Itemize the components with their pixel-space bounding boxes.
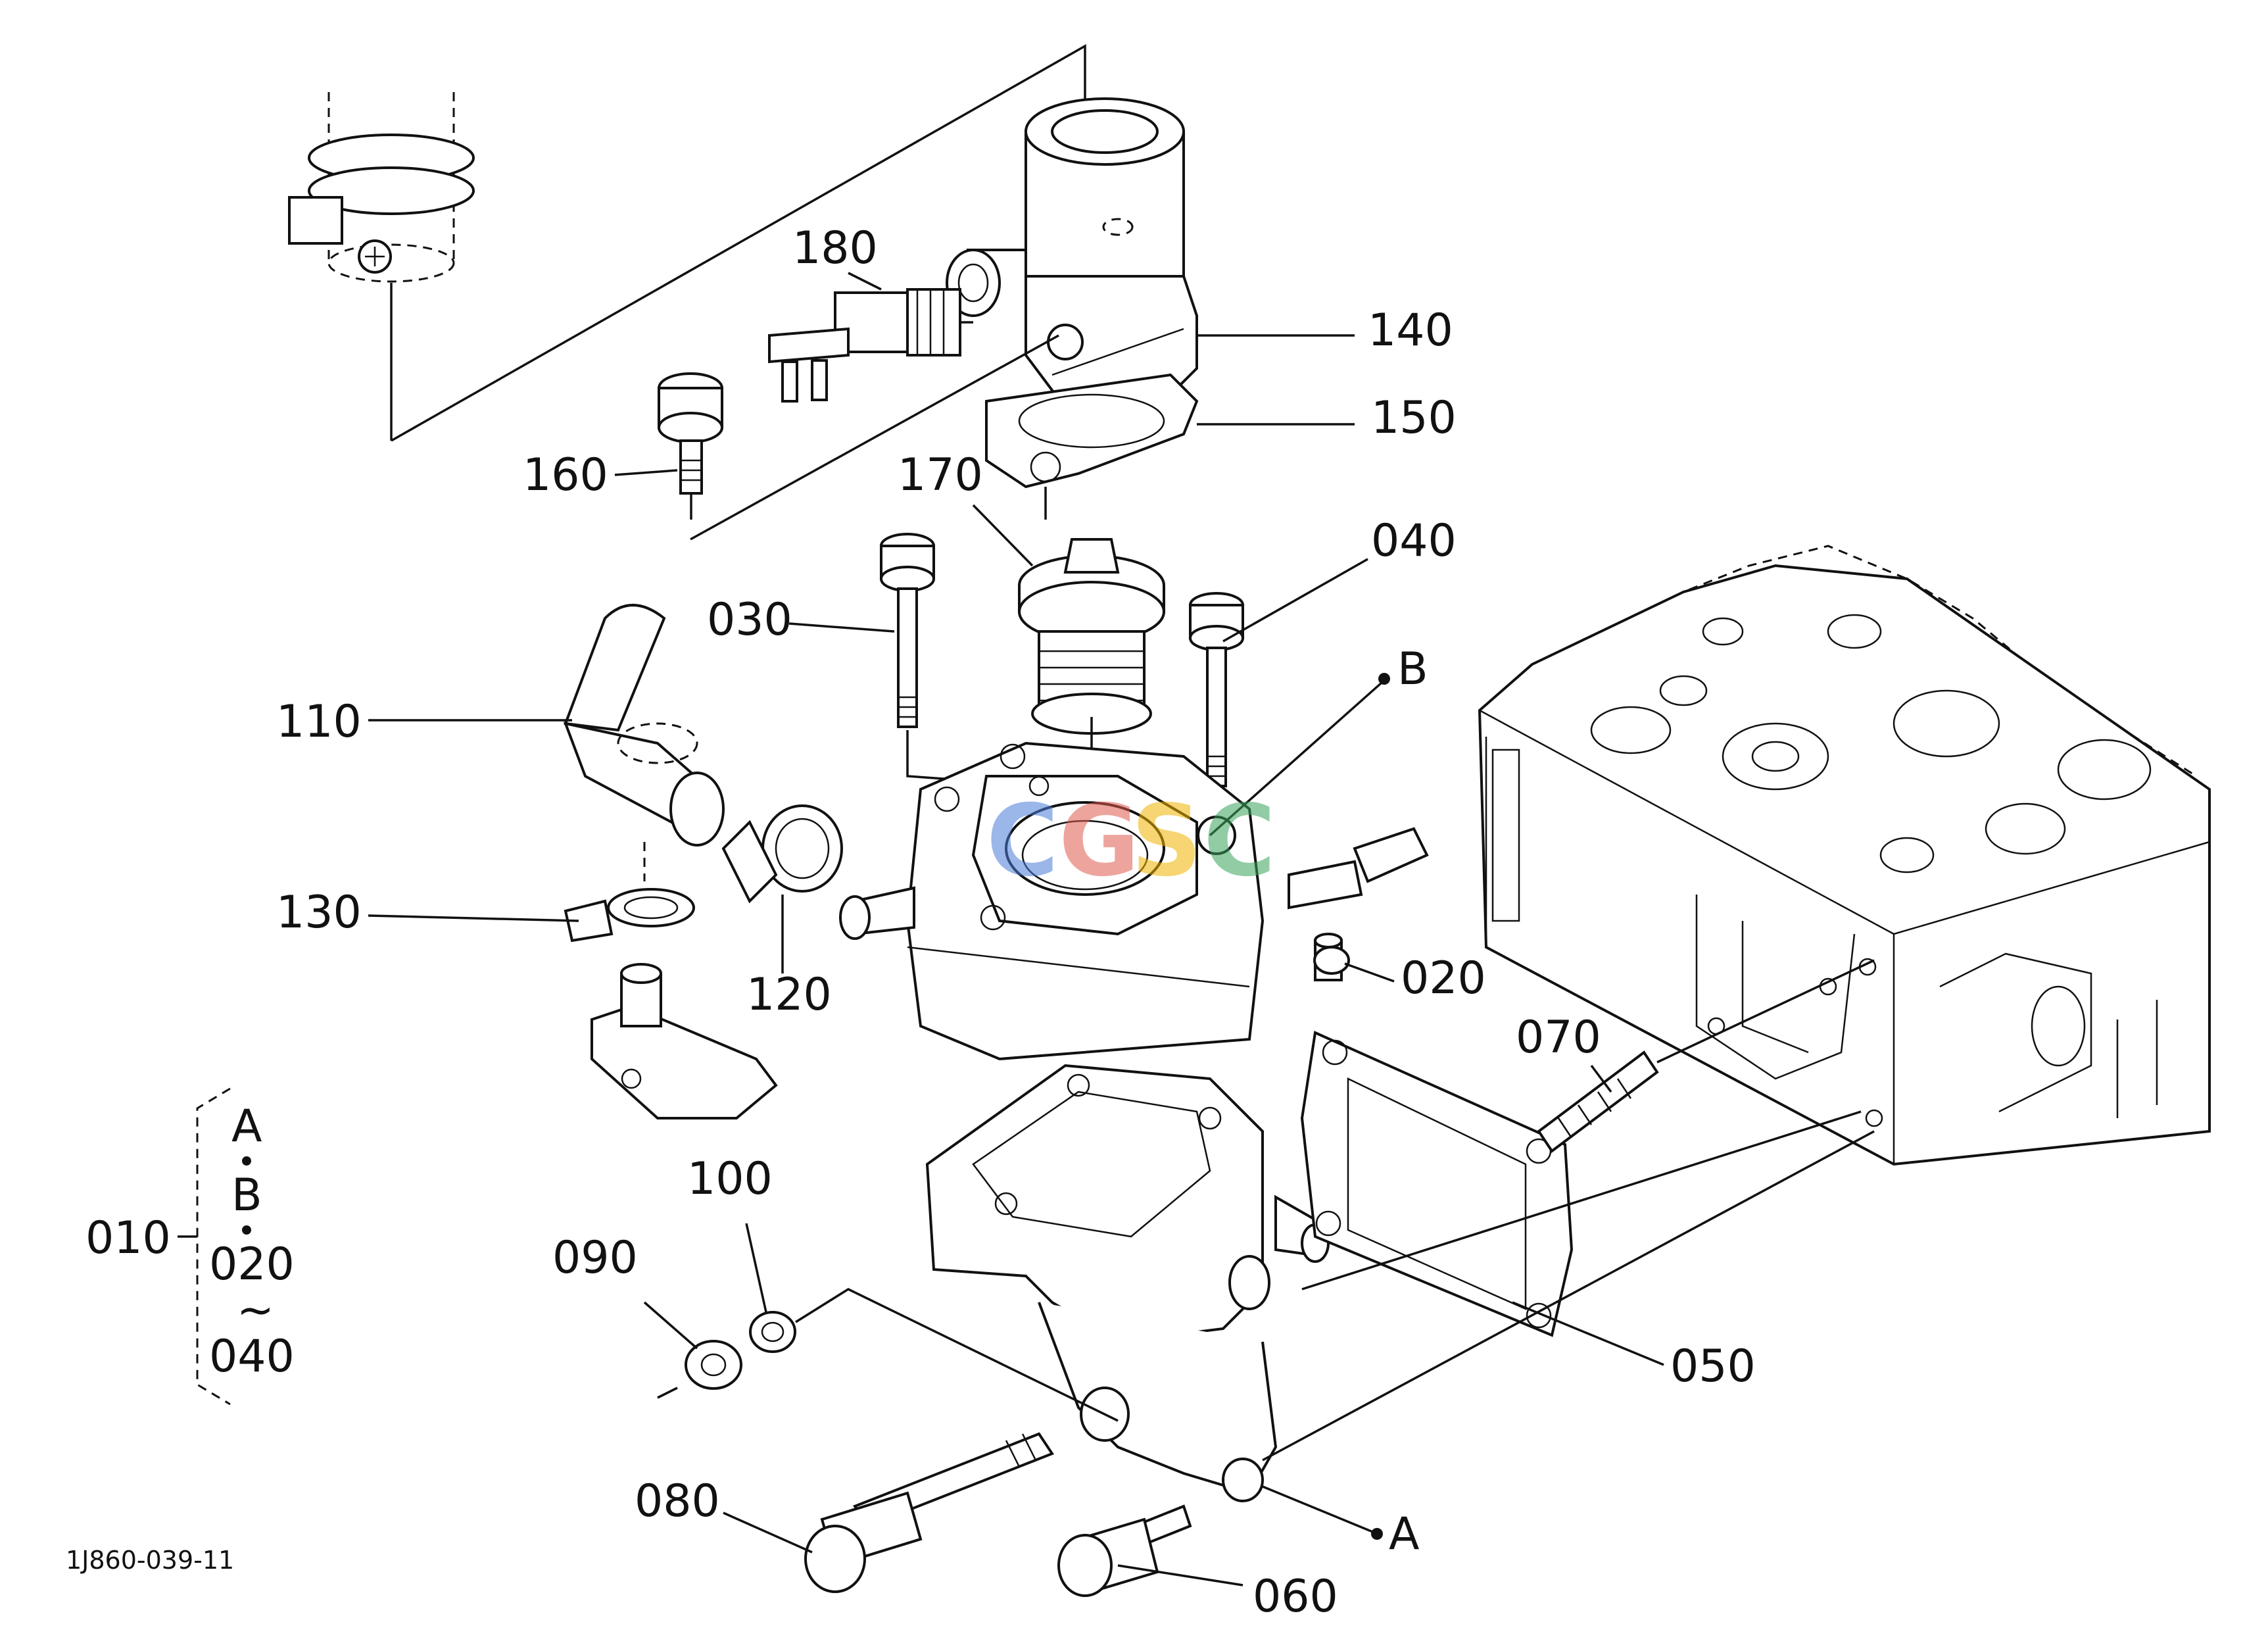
legend-line-A: A <box>231 1100 262 1152</box>
washer-100 <box>749 1311 796 1353</box>
callout-060: 060 <box>1253 1571 1338 1623</box>
gasket-150 <box>985 373 1199 520</box>
legend-line-tilde: ~ <box>237 1285 274 1337</box>
callout-110: 110 <box>276 696 362 748</box>
callout-labels: 180 140 150 160 170 040 030 110 B 130 12… <box>276 222 1756 1623</box>
hose-clamp-120 <box>721 804 843 973</box>
alignment-line-3 <box>795 1288 1119 1422</box>
legend-dot-1 <box>242 1156 251 1166</box>
callout-B: B <box>1397 643 1428 695</box>
leader-160-line <box>690 334 1059 541</box>
watermark-letter: G <box>1059 784 1140 898</box>
callout-150: 150 <box>1371 392 1457 444</box>
legend-line-040: 040 <box>209 1331 295 1383</box>
water-flange-body <box>925 1064 1330 1502</box>
callout-120: 120 <box>746 969 832 1021</box>
callout-180: 180 <box>792 222 878 274</box>
bolt-160 <box>658 372 723 520</box>
dot-B <box>1378 673 1390 685</box>
diagram-code: 1J860-039-11 <box>66 1546 234 1575</box>
dot-A <box>1371 1528 1383 1540</box>
leader-lines <box>368 272 1664 1586</box>
callout-170: 170 <box>898 449 983 501</box>
temp-sensor-180 <box>768 288 973 403</box>
bolt-040 <box>1189 592 1244 787</box>
callout-020: 020 <box>1401 952 1486 1004</box>
legend-line-B: B <box>231 1169 262 1221</box>
thermostat-170 <box>1018 538 1165 735</box>
thermostat-cover <box>946 97 1198 423</box>
cylinder-head <box>1478 545 2211 1166</box>
legend-010: 010 A B 020 ~ 040 <box>85 1087 295 1406</box>
stud-070 <box>1537 959 1875 1153</box>
alignment-line-1 <box>1301 1110 1862 1291</box>
callout-080: 080 <box>635 1475 720 1527</box>
legend-line-020: 020 <box>209 1239 295 1291</box>
callout-100: 100 <box>687 1153 773 1205</box>
callout-090: 090 <box>552 1232 638 1284</box>
watermark-letter: C <box>1203 784 1276 898</box>
legend-dot-2 <box>242 1225 251 1235</box>
callout-130: 130 <box>276 887 362 939</box>
legend-main-label: 010 <box>85 1212 171 1264</box>
bolt-060 <box>1057 1504 1192 1597</box>
bypass-hose-110 <box>563 604 725 881</box>
alignment-line-2 <box>1262 1130 1875 1462</box>
watermark-letter: C <box>986 784 1059 898</box>
callout-030: 030 <box>707 594 792 646</box>
callout-070: 070 <box>1516 1012 1601 1064</box>
callout-140: 140 <box>1368 305 1453 356</box>
nut-090 <box>657 1340 742 1399</box>
bolt-080 <box>804 1432 1055 1593</box>
upper-hose <box>288 43 1086 442</box>
watermark-letter: S <box>1131 784 1202 898</box>
gasket-050 <box>1300 1031 1574 1337</box>
thermostat-housing <box>839 741 1429 1061</box>
inlet-pipe-flange <box>591 963 778 1119</box>
callout-050: 050 <box>1670 1340 1756 1392</box>
callout-A: A <box>1389 1508 1420 1560</box>
hose-clamp-130 <box>564 888 695 943</box>
plug-020 <box>1313 946 1350 975</box>
callout-160: 160 <box>523 449 608 501</box>
callout-040: 040 <box>1371 515 1457 567</box>
